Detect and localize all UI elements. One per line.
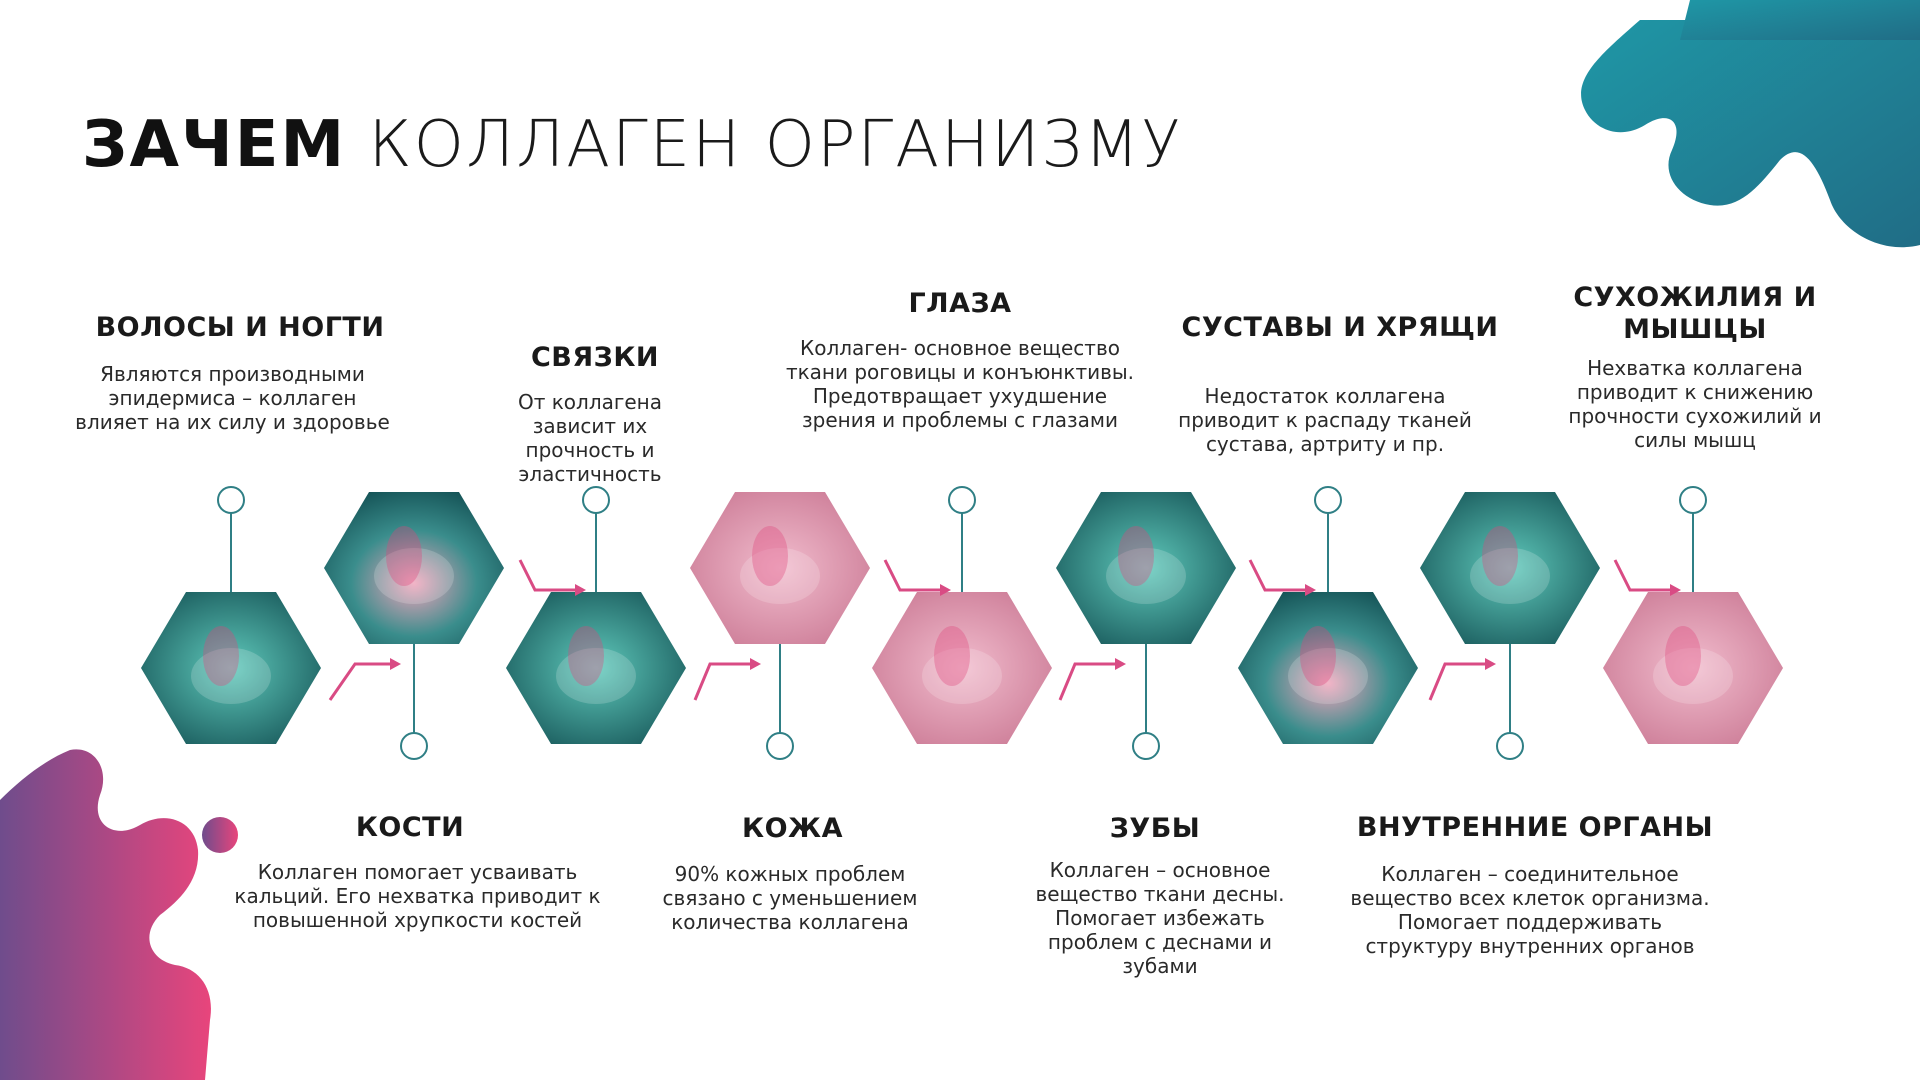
desc-eyes: Коллаген- основное вещество ткани рогови… bbox=[785, 336, 1135, 432]
label-skin: КОЖА bbox=[742, 813, 843, 844]
connector-node bbox=[1132, 732, 1160, 760]
connector-node bbox=[766, 732, 794, 760]
label-hair-nails: ВОЛОСЫ И НОГТИ bbox=[95, 312, 385, 343]
desc-organs: Коллаген – соединительное вещество всех … bbox=[1350, 862, 1710, 958]
label-bones: КОСТИ bbox=[355, 812, 465, 843]
title-bold: ЗАЧЕМ bbox=[82, 108, 347, 182]
connector-node bbox=[948, 486, 976, 514]
title-rest: КОЛЛАГЕН ОРГАНИЗМУ bbox=[368, 108, 1183, 182]
arrow-icon bbox=[518, 559, 575, 592]
inflamed-knee-image bbox=[1238, 592, 1418, 744]
connector-node bbox=[1679, 486, 1707, 514]
desc-bones: Коллаген помогает усваивать кальций. Его… bbox=[234, 860, 601, 932]
step-arrows bbox=[328, 559, 1681, 701]
arrow-head-icon bbox=[1670, 584, 1681, 596]
internal-organs-image bbox=[1420, 492, 1600, 644]
hair-follicle-image bbox=[141, 592, 321, 744]
connector-node bbox=[1496, 732, 1524, 760]
leg-muscles-image bbox=[1603, 592, 1783, 744]
eye-cornea-image bbox=[872, 592, 1052, 744]
connector-node bbox=[582, 486, 610, 514]
arrow-icon bbox=[883, 559, 940, 592]
label-ligaments: СВЯЗКИ bbox=[530, 342, 660, 373]
connectors bbox=[217, 486, 1707, 760]
arrow-icon bbox=[693, 662, 750, 701]
label-teeth: ЗУБЫ bbox=[1109, 813, 1201, 844]
arrow-icon bbox=[328, 662, 390, 701]
arrow-head-icon bbox=[390, 658, 401, 670]
knee-joint-image bbox=[324, 492, 504, 644]
arrow-icon bbox=[1428, 662, 1485, 701]
skin-layers-image bbox=[690, 492, 870, 644]
label-tendons: СУХОЖИЛИЯ И МЫШЦЫ bbox=[1573, 282, 1817, 346]
page-title: ЗАЧЕМ КОЛЛАГЕН ОРГАНИЗМУ bbox=[82, 108, 1182, 182]
teal-blob-decoration bbox=[1581, 0, 1920, 248]
pink-blob-decoration bbox=[0, 749, 238, 1080]
desc-tendons: Нехватка коллагена приводит к снижению п… bbox=[1568, 356, 1822, 452]
arrow-head-icon bbox=[750, 658, 761, 670]
desc-teeth: Коллаген – основное вещество ткани десны… bbox=[1035, 858, 1285, 978]
arrow-head-icon bbox=[575, 584, 586, 596]
teeth-image bbox=[1056, 492, 1236, 644]
label-eyes: ГЛАЗА bbox=[908, 288, 1012, 319]
desc-ligaments: От коллагена зависит их прочность и элас… bbox=[517, 390, 663, 486]
label-joints: СУСТАВЫ И ХРЯЩИ bbox=[1181, 312, 1499, 343]
connector-node bbox=[1314, 486, 1342, 514]
arrow-head-icon bbox=[1115, 658, 1126, 670]
label-organs: ВНУТРЕННИЕ ОРГАНЫ bbox=[1356, 812, 1714, 843]
desc-skin: 90% кожных проблем связано с уменьшением… bbox=[662, 862, 918, 934]
arrow-head-icon bbox=[1305, 584, 1316, 596]
arrow-icon bbox=[1248, 559, 1305, 592]
connector-node bbox=[400, 732, 428, 760]
arrow-head-icon bbox=[1485, 658, 1496, 670]
connector-node bbox=[217, 486, 245, 514]
arrow-head-icon bbox=[940, 584, 951, 596]
desc-hair-nails: Являются производными эпидермиса – колла… bbox=[75, 362, 390, 434]
desc-joints: Недостаток коллагена приводит к распаду … bbox=[1178, 384, 1472, 456]
arrow-icon bbox=[1613, 559, 1670, 592]
arrow-icon bbox=[1058, 662, 1115, 701]
running-skeleton-image bbox=[506, 592, 686, 744]
hexagon-images bbox=[141, 492, 1783, 744]
